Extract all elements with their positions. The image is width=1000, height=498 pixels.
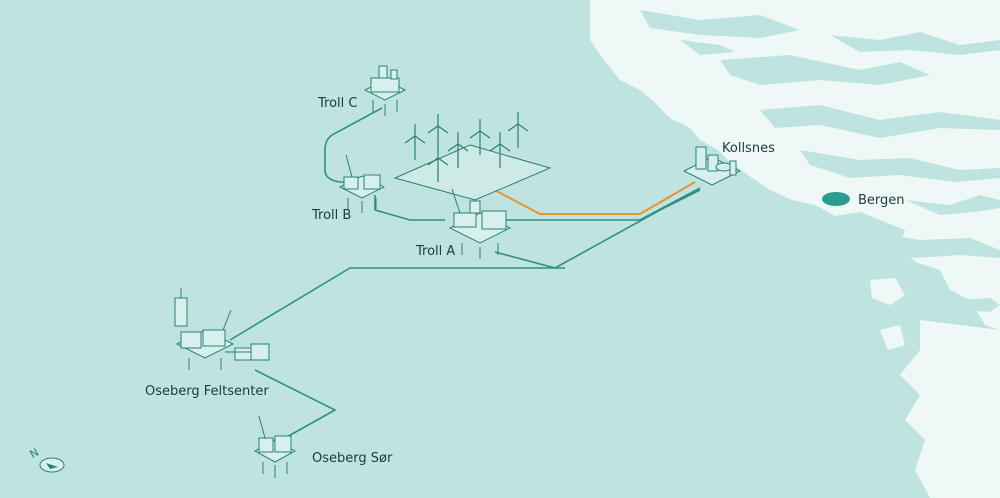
platform-oseberg-sor [253, 415, 297, 478]
fjords [640, 10, 1000, 312]
label-troll-b: Troll B [311, 208, 351, 223]
platform-oseberg-feltsenter [174, 288, 270, 370]
coastline-land [590, 0, 1000, 498]
platform-icon [363, 65, 407, 116]
wind-park-area [393, 144, 552, 201]
label-oseberg-feltsenter: Oseberg Feltsenter [145, 384, 269, 399]
pipeline-oseberg-sor [254, 369, 337, 439]
wind-turbine-icon [404, 124, 426, 160]
pipeline-troll-c-troll-b [324, 107, 383, 183]
wind-turbine-icon [489, 132, 511, 168]
platform-icon [338, 154, 386, 213]
pipeline-oseberg-kollsnes [229, 267, 565, 341]
gas-plant-icon [682, 146, 742, 186]
label-troll-c: Troll C [317, 96, 357, 111]
pipeline-troll-b-troll-a [374, 195, 445, 221]
platform-icon [174, 288, 270, 370]
wind-turbines [404, 112, 529, 182]
pipeline-troll-a-kollsnes-2 [494, 189, 701, 269]
platform-icon [448, 188, 512, 259]
wind-turbine-icon [427, 114, 449, 150]
wind-turbine-icon [427, 146, 449, 182]
platform-troll-a [448, 188, 512, 259]
wind-turbine-icon [507, 112, 529, 148]
label-troll-a: Troll A [415, 244, 455, 259]
pipelines [229, 107, 701, 439]
wind-park [393, 112, 552, 201]
bergen-marker [822, 192, 850, 206]
label-oseberg-sor: Oseberg Sør [312, 451, 393, 466]
power-cable [484, 181, 696, 215]
label-kollsnes: Kollsnes [722, 141, 775, 156]
pipeline-troll-a-kollsnes-1 [505, 187, 701, 221]
platform-icon [253, 415, 297, 478]
wind-turbine-icon [447, 132, 469, 168]
wind-turbine-icon [469, 119, 491, 155]
platform-troll-c [363, 65, 407, 116]
plant-kollsnes [682, 146, 742, 186]
label-bergen: Bergen [858, 193, 905, 208]
platform-troll-b [338, 154, 386, 213]
